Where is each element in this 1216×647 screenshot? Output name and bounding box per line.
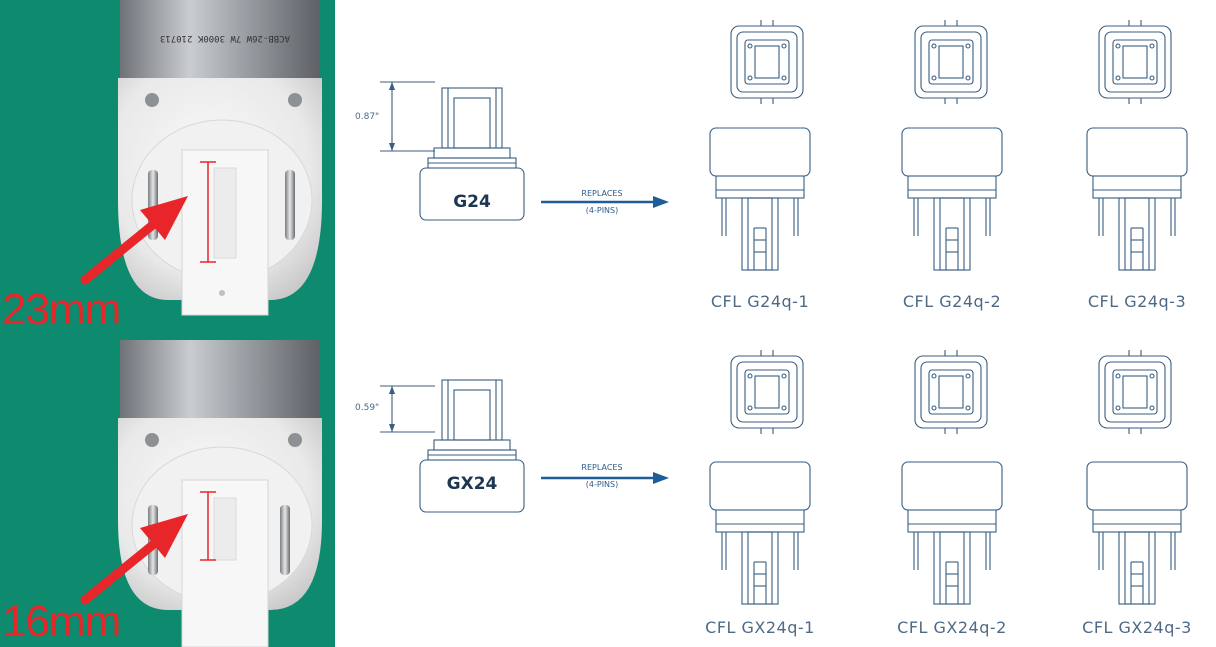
lamp-photo-top: ACBB-26W 7W 3000K 210713 — [118, 0, 322, 316]
red-arrow-top-icon — [80, 196, 188, 285]
lamp-photos: ACBB-26W 7W 3000K 210713 — [80, 0, 322, 647]
measurement-16mm: 16mm — [2, 597, 121, 646]
gx24-base-drawing — [380, 379, 525, 513]
cfl-gx24q-3-drawing — [1086, 349, 1188, 605]
gx24-base-label: GX24 — [446, 474, 498, 494]
replaces-text: REPLACES — [581, 463, 623, 472]
measurement-23mm: 23mm — [2, 285, 121, 334]
g24-replaces-arrow-icon — [541, 196, 669, 208]
diagram-line-art — [380, 19, 1188, 605]
replaces-text: REPLACES — [581, 189, 623, 198]
g24-base-label: G24 — [453, 192, 491, 212]
base-diagram: 0.87" G24 REPLACES (4-PINS) CFL G24q-1 C… — [335, 0, 1216, 647]
cfl-gx24q-2-drawing — [901, 349, 1003, 605]
cfl-g24q-3-drawing — [1086, 19, 1188, 271]
g24-base-drawing — [380, 81, 525, 221]
pins-text: (4-PINS) — [585, 206, 619, 215]
cfl-g24q-2-drawing — [901, 19, 1003, 271]
pins-text: (4-PINS) — [585, 480, 619, 489]
lamp-photo-bottom — [118, 340, 322, 647]
model-cfl-gx24q-3: CFL GX24q-3 — [1082, 618, 1192, 637]
g24-replaces-label: REPLACES (4-PINS) — [557, 188, 647, 216]
gx24-height-label: 0.59" — [355, 403, 380, 413]
cfl-gx24q-1-drawing — [709, 349, 811, 605]
model-cfl-g24q-3: CFL G24q-3 — [1087, 292, 1187, 311]
g24-height-label: 0.87" — [355, 112, 380, 122]
model-cfl-g24q-2: CFL G24q-2 — [902, 292, 1002, 311]
gx24-replaces-arrow-icon — [541, 472, 669, 484]
cfl-g24q-1-drawing — [709, 19, 811, 271]
red-arrow-bottom-icon — [80, 514, 188, 605]
model-cfl-g24q-1: CFL G24q-1 — [710, 292, 810, 311]
model-cfl-gx24q-2: CFL GX24q-2 — [897, 618, 1007, 637]
gx24-replaces-label: REPLACES (4-PINS) — [557, 462, 647, 490]
model-cfl-gx24q-1: CFL GX24q-1 — [705, 618, 815, 637]
photo-panel: ACBB-26W 7W 3000K 210713 — [0, 0, 335, 647]
lamp-printed-label: ACBB-26W 7W 3000K 210713 — [160, 33, 290, 43]
